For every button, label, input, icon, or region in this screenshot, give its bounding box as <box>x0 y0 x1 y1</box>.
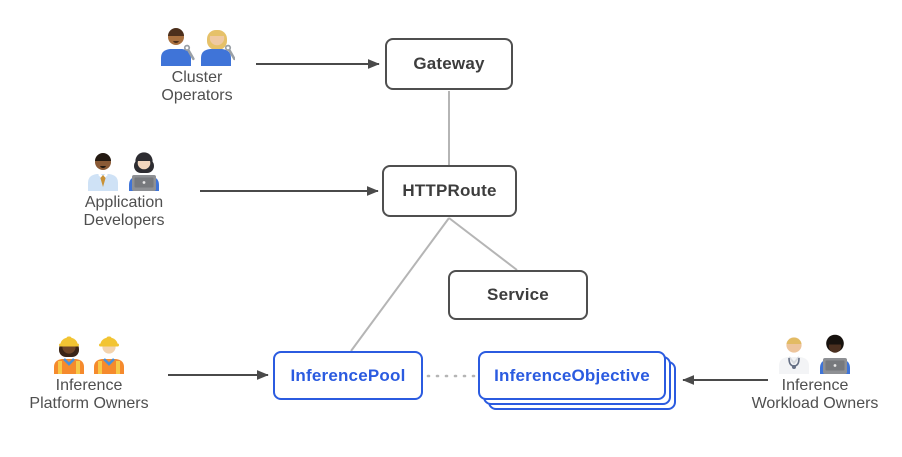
woman-construction-worker-emoji <box>54 336 84 374</box>
inference-workload-owners-label: Inference Workload Owners <box>751 377 879 413</box>
man-construction-worker-emoji <box>94 336 124 374</box>
woman-mechanic-emoji <box>201 30 235 66</box>
service-label: Service <box>487 285 549 304</box>
inferencepool-label: InferencePool <box>290 365 406 385</box>
edge-httproute-inferencepool <box>350 217 450 352</box>
woman-technologist-emoji <box>129 152 159 191</box>
node-httproute: HTTPRoute <box>382 165 517 217</box>
health-worker-emoji <box>779 337 809 374</box>
node-inferenceobjective: InferenceObjective <box>478 351 666 400</box>
dark-skin-technologist-emoji <box>820 334 850 374</box>
inference-platform-owners-label: Inference Platform Owners <box>29 377 149 413</box>
cluster-operators-label: Cluster Operators <box>161 69 233 105</box>
cluster-operators-icons <box>159 26 235 66</box>
edge-httproute-service <box>448 217 518 271</box>
httproute-label: HTTPRoute <box>402 181 497 200</box>
node-service: Service <box>448 270 588 320</box>
persona-inference-workload-owners: Inference Workload Owners <box>730 334 900 413</box>
node-gateway: Gateway <box>385 38 513 90</box>
gateway-label: Gateway <box>413 54 485 73</box>
man-mechanic-emoji <box>161 28 195 66</box>
node-inferencepool: InferencePool <box>273 351 423 400</box>
man-office-worker-emoji <box>88 153 118 191</box>
inference-platform-owners-icons <box>51 334 127 374</box>
application-developers-label: Application Developers <box>83 194 165 230</box>
persona-application-developers: Application Developers <box>39 151 209 230</box>
inference-workload-owners-icons <box>777 334 853 374</box>
inferenceobjective-label: InferenceObjective <box>494 365 650 385</box>
persona-cluster-operators: Cluster Operators <box>112 26 282 105</box>
persona-inference-platform-owners: Inference Platform Owners <box>4 334 174 413</box>
application-developers-icons <box>86 151 162 191</box>
